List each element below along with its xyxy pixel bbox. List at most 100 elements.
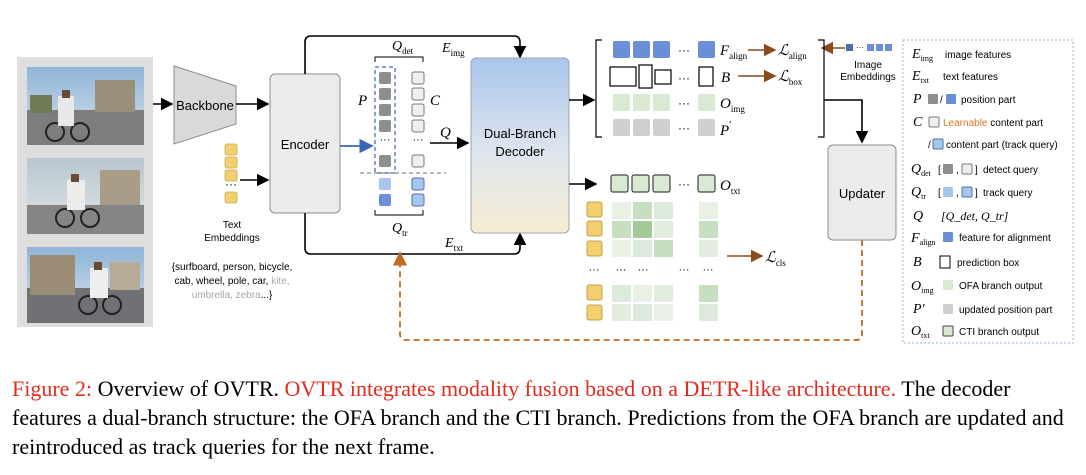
legend-sym-o-img: O	[911, 279, 921, 294]
svg-text:Eimg: Eimg	[911, 47, 933, 63]
track-query-blocks	[379, 177, 425, 207]
legend-sym-q-tr: Q	[911, 185, 921, 200]
legend-desc-b: prediction box	[957, 258, 1019, 269]
category-faded-kite: kite,	[271, 276, 289, 287]
legend: Eimg image features Etxt text features P…	[902, 39, 1074, 344]
svg-text:···: ···	[589, 264, 600, 276]
svg-text:[: [	[938, 165, 941, 176]
category-list-line-1: {surfboard, person, bicycle,	[172, 262, 293, 273]
legend-sym-p: P	[912, 92, 922, 107]
svg-text:,: ,	[956, 165, 959, 176]
legend-desc-c: content part	[990, 118, 1043, 129]
l-cls-sub: cls	[776, 258, 786, 268]
image-embeddings-label-2: Embeddings	[840, 72, 896, 83]
category-list-end: ...}	[261, 290, 273, 301]
l-align-sub: align	[789, 51, 807, 61]
l-box-symbol: ℒ	[778, 69, 790, 85]
legend-desc-o-txt: CTI branch output	[959, 327, 1039, 338]
f-align-symbol: F	[719, 43, 730, 59]
svg-text:···: ···	[856, 43, 864, 52]
c-symbol: C	[430, 93, 441, 109]
legend-desc-q: [Q_det, Q_tr]	[941, 209, 1009, 223]
e-txt-symbol: E	[444, 236, 454, 251]
svg-text:/: /	[940, 95, 943, 106]
svg-text:···: ···	[678, 121, 690, 135]
legend-sub-q-det: det	[921, 169, 932, 178]
legend-desc-q-tr: track query	[983, 188, 1032, 199]
cti-text-column: ···	[586, 201, 603, 321]
svg-text:Oimg: Oimg	[720, 96, 745, 114]
svg-text:ℒcls: ℒcls	[765, 250, 786, 268]
svg-text:Eimg: Eimg	[441, 41, 465, 58]
svg-text:Otxt: Otxt	[720, 178, 741, 196]
legend-sym-c: C	[913, 115, 923, 130]
svg-text:···: ···	[616, 264, 627, 276]
q-symbol: Q	[440, 125, 451, 141]
legend-sym-b: B	[913, 255, 922, 270]
category-list: {surfboard, person, bicycle, cab, wheel,…	[172, 262, 293, 301]
text-embeddings-stack: ···	[224, 143, 238, 204]
legend-desc-p: position part	[961, 95, 1016, 106]
l-align-symbol: ℒ	[778, 43, 790, 59]
p-prime-symbol: P	[719, 123, 729, 139]
o-txt-symbol: O	[720, 178, 731, 194]
e-img-sub: img	[451, 48, 466, 58]
video-frame-1	[27, 67, 144, 145]
caption-highlight: OVTR integrates modality fusion based on…	[284, 376, 897, 401]
legend-sym-e-txt: E	[911, 69, 921, 84]
p-symbol: P	[357, 93, 367, 109]
decoder-label-2: Decoder	[495, 144, 545, 159]
cti-similarity-grid: ··· ··· ··· ···	[612, 202, 718, 321]
dual-branch-decoder: Dual-Branch Decoder	[470, 57, 570, 234]
updater-block: Updater	[827, 144, 897, 241]
legend-sub-o-txt: txt	[921, 331, 930, 340]
svg-text:Qtr: Qtr	[392, 221, 408, 238]
svg-text:Etxt: Etxt	[444, 236, 464, 253]
encoder-label: Encoder	[281, 137, 330, 152]
svg-text:···: ···	[703, 264, 714, 276]
svg-text:···: ···	[678, 96, 690, 110]
caption-label: Figure 2:	[12, 376, 93, 401]
o-img-symbol: O	[720, 96, 731, 112]
legend-sym-q-det: Q	[911, 162, 921, 177]
legend-desc-f-align: feature for alignment	[959, 233, 1051, 244]
f-align-row: ···	[613, 41, 715, 58]
backbone-label: Backbone	[176, 98, 234, 113]
caption-body: The decoder features a dual-branch struc…	[12, 376, 1064, 459]
o-txt-row: ···	[610, 174, 716, 193]
svg-text:Qtr: Qtr	[911, 185, 926, 201]
legend-sub-e-img: img	[921, 54, 933, 63]
legend-desc-c-red: Learnable	[943, 118, 988, 129]
encoder-block: Encoder	[269, 73, 341, 214]
legend-sub-f-align: align	[920, 238, 936, 247]
svg-text:Falign: Falign	[910, 231, 936, 247]
legend-desc-e-img: image features	[945, 50, 1011, 61]
ovtr-overview-figure: Backbone ··· Text Embeddings {surfboard,…	[17, 35, 1074, 344]
legend-sym-f-align: F	[910, 231, 920, 246]
svg-text:···: ···	[413, 134, 424, 146]
svg-text:···: ···	[678, 177, 690, 191]
legend-desc-q-det: detect query	[983, 165, 1038, 176]
svg-text:Otxt: Otxt	[911, 324, 930, 340]
svg-text:···: ···	[678, 43, 690, 57]
text-embeddings-label-2: Embeddings	[204, 233, 260, 244]
b-symbol: B	[721, 70, 730, 86]
video-frame-3	[27, 247, 144, 323]
decoder-label-1: Dual-Branch	[484, 126, 556, 141]
q-tr-symbol: Q	[392, 221, 402, 236]
p-prime-row: ···	[613, 119, 715, 136]
legend-sym-e-img: E	[911, 47, 921, 62]
box-row: ···	[609, 64, 714, 89]
f-align-sub: align	[729, 51, 747, 61]
svg-text:···: ···	[679, 264, 690, 276]
category-faded-rest: umbrella, zebra	[192, 290, 261, 301]
q-det-symbol: Q	[392, 39, 402, 54]
legend-sym-o-txt: O	[911, 324, 921, 339]
svg-text:Qdet: Qdet	[392, 39, 414, 56]
q-det-sub: det	[402, 46, 413, 56]
legend-desc-p-prime: updated position part	[959, 305, 1053, 316]
svg-text:ℒalign: ℒalign	[778, 43, 807, 61]
figure-caption: Figure 2: Overview of OVTR. OVTR integra…	[12, 374, 1082, 461]
legend-sub-e-txt: txt	[921, 76, 930, 85]
q-tr-sub: tr	[402, 228, 408, 238]
